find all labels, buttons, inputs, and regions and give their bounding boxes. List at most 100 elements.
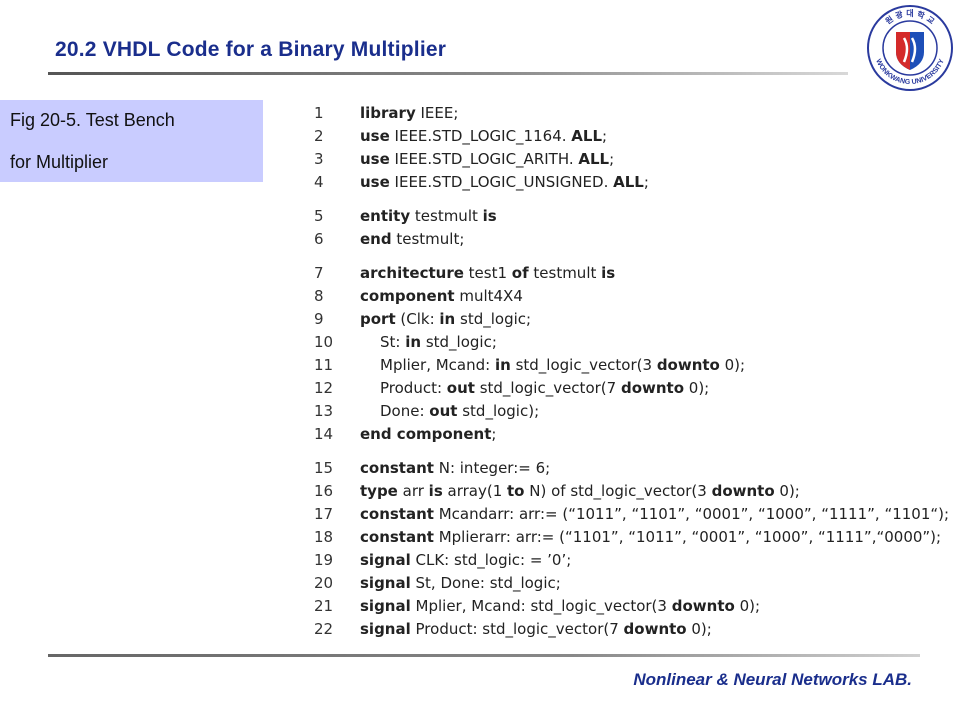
code-keyword: downto <box>656 356 720 374</box>
slide-title: 20.2 VHDL Code for a Binary Multiplier <box>55 38 447 61</box>
code-keyword: of <box>511 264 529 282</box>
code-text: type arr is array(1 to N) of std_logic_v… <box>360 482 800 500</box>
line-number: 11 <box>314 356 334 374</box>
code-keyword: signal <box>360 551 411 569</box>
line-number: 8 <box>314 287 324 305</box>
code-keyword: use <box>360 150 390 168</box>
code-text: port (Clk: in std_logic; <box>360 310 531 328</box>
code-keyword: end component <box>360 425 492 443</box>
code-keyword: library <box>360 104 416 122</box>
code-keyword: is <box>428 482 443 500</box>
code-keyword: end <box>360 230 392 248</box>
code-token: ; <box>609 150 615 168</box>
code-keyword: type <box>360 482 398 500</box>
code-token: testmult <box>528 264 602 282</box>
code-keyword: constant <box>360 528 434 546</box>
line-number: 7 <box>314 264 324 282</box>
code-token: 0); <box>684 379 710 397</box>
code-token: 0); <box>774 482 800 500</box>
line-number: 3 <box>314 150 324 168</box>
line-number: 1 <box>314 104 324 122</box>
code-token: testmult; <box>391 230 465 248</box>
line-number: 10 <box>314 333 334 351</box>
wonkwang-university-emblem-icon: 원 광 대 학 교 WONKWANG UNIVERSITY <box>867 5 953 91</box>
code-text: Product: out std_logic_vector(7 downto 0… <box>380 379 709 397</box>
code-text: constant Mplierarr: arr:= (“1101”, “1011… <box>360 528 941 546</box>
line-number: 9 <box>314 310 324 328</box>
code-text: St: in std_logic; <box>380 333 497 351</box>
lab-footer: Nonlinear & Neural Networks LAB. <box>633 670 912 689</box>
code-text: component mult4X4 <box>360 287 523 305</box>
code-text: end testmult; <box>360 230 464 248</box>
code-keyword: in <box>439 310 456 328</box>
code-text: entity testmult is <box>360 207 497 225</box>
code-text: Done: out std_logic); <box>380 402 539 420</box>
code-keyword: is <box>482 207 497 225</box>
line-number: 4 <box>314 173 324 191</box>
code-token: ; <box>602 127 608 145</box>
code-keyword: port <box>360 310 396 328</box>
line-number: 17 <box>314 505 334 523</box>
code-token: IEEE; <box>415 104 459 122</box>
code-keyword: is <box>601 264 616 282</box>
code-keyword: downto <box>711 482 775 500</box>
code-keyword: in <box>405 333 422 351</box>
code-keyword: component <box>360 287 455 305</box>
line-number: 18 <box>314 528 334 546</box>
code-text: use IEEE.STD_LOGIC_1164. ALL; <box>360 127 607 145</box>
caption-line-2: for Multiplier <box>10 152 109 172</box>
code-text: end component; <box>360 425 496 443</box>
code-keyword: use <box>360 173 390 191</box>
code-keyword: signal <box>360 597 411 615</box>
code-token: IEEE.STD_LOGIC_1164. <box>389 127 572 145</box>
code-keyword: in <box>494 356 511 374</box>
line-number: 20 <box>314 574 334 592</box>
code-keyword: architecture <box>360 264 464 282</box>
code-token: N) of std_logic_vector(3 <box>524 482 712 500</box>
code-keyword: ALL <box>613 173 644 191</box>
code-keyword: constant <box>360 505 434 523</box>
code-token: std_logic); <box>457 402 540 420</box>
code-token: Mplier, Mcand: std_logic_vector(3 <box>410 597 672 615</box>
code-token: CLK: std_logic: = ’0’; <box>410 551 572 569</box>
code-token: St: <box>380 333 406 351</box>
code-token: Mplier, Mcand: <box>380 356 495 374</box>
code-keyword: entity <box>360 207 411 225</box>
code-token: ; <box>491 425 497 443</box>
code-keyword: downto <box>620 379 685 397</box>
code-token: arr <box>397 482 429 500</box>
line-number: 5 <box>314 207 324 225</box>
line-number: 21 <box>314 597 334 615</box>
code-token: mult4X4 <box>454 287 523 305</box>
line-number: 6 <box>314 230 324 248</box>
code-token: IEEE.STD_LOGIC_ARITH. <box>389 150 579 168</box>
code-keyword: ALL <box>571 127 603 145</box>
code-text: signal Product: std_logic_vector(7 downt… <box>360 620 712 638</box>
code-token: 0); <box>686 620 712 638</box>
code-token: 0); <box>719 356 746 374</box>
code-token: 0); <box>734 597 761 615</box>
code-token: Done: <box>380 402 430 420</box>
code-keyword: downto <box>623 620 687 638</box>
code-token: (Clk: <box>395 310 440 328</box>
code-token: IEEE.STD_LOGIC_UNSIGNED. <box>389 173 614 191</box>
line-number: 12 <box>314 379 334 397</box>
code-token: St, Done: std_logic; <box>410 574 561 592</box>
vhdl-code-listing: 1 library IEEE; 2 use IEEE.STD_LOGIC_1164. … <box>314 104 949 638</box>
code-text: constant N: integer:= 6; <box>360 459 550 477</box>
code-token: Mcandarr: arr:= (“1011”, “1101”, “0001”,… <box>433 505 950 523</box>
code-keyword: to <box>507 482 525 500</box>
code-token: std_logic_vector(7 <box>474 379 621 397</box>
code-text: constant Mcandarr: arr:= (“1011”, “1101”… <box>360 505 949 523</box>
code-text: signal CLK: std_logic: = ’0’; <box>360 551 571 569</box>
line-number: 16 <box>314 482 334 500</box>
code-keyword: constant <box>360 459 434 477</box>
code-token: Product: std_logic_vector(7 <box>410 620 624 638</box>
code-keyword: out <box>446 379 475 397</box>
code-keyword: use <box>360 127 390 145</box>
code-text: architecture test1 of testmult is <box>360 264 615 282</box>
code-token: ; <box>643 173 649 191</box>
line-number: 2 <box>314 127 324 145</box>
line-number: 19 <box>314 551 334 569</box>
title-divider <box>48 72 848 75</box>
